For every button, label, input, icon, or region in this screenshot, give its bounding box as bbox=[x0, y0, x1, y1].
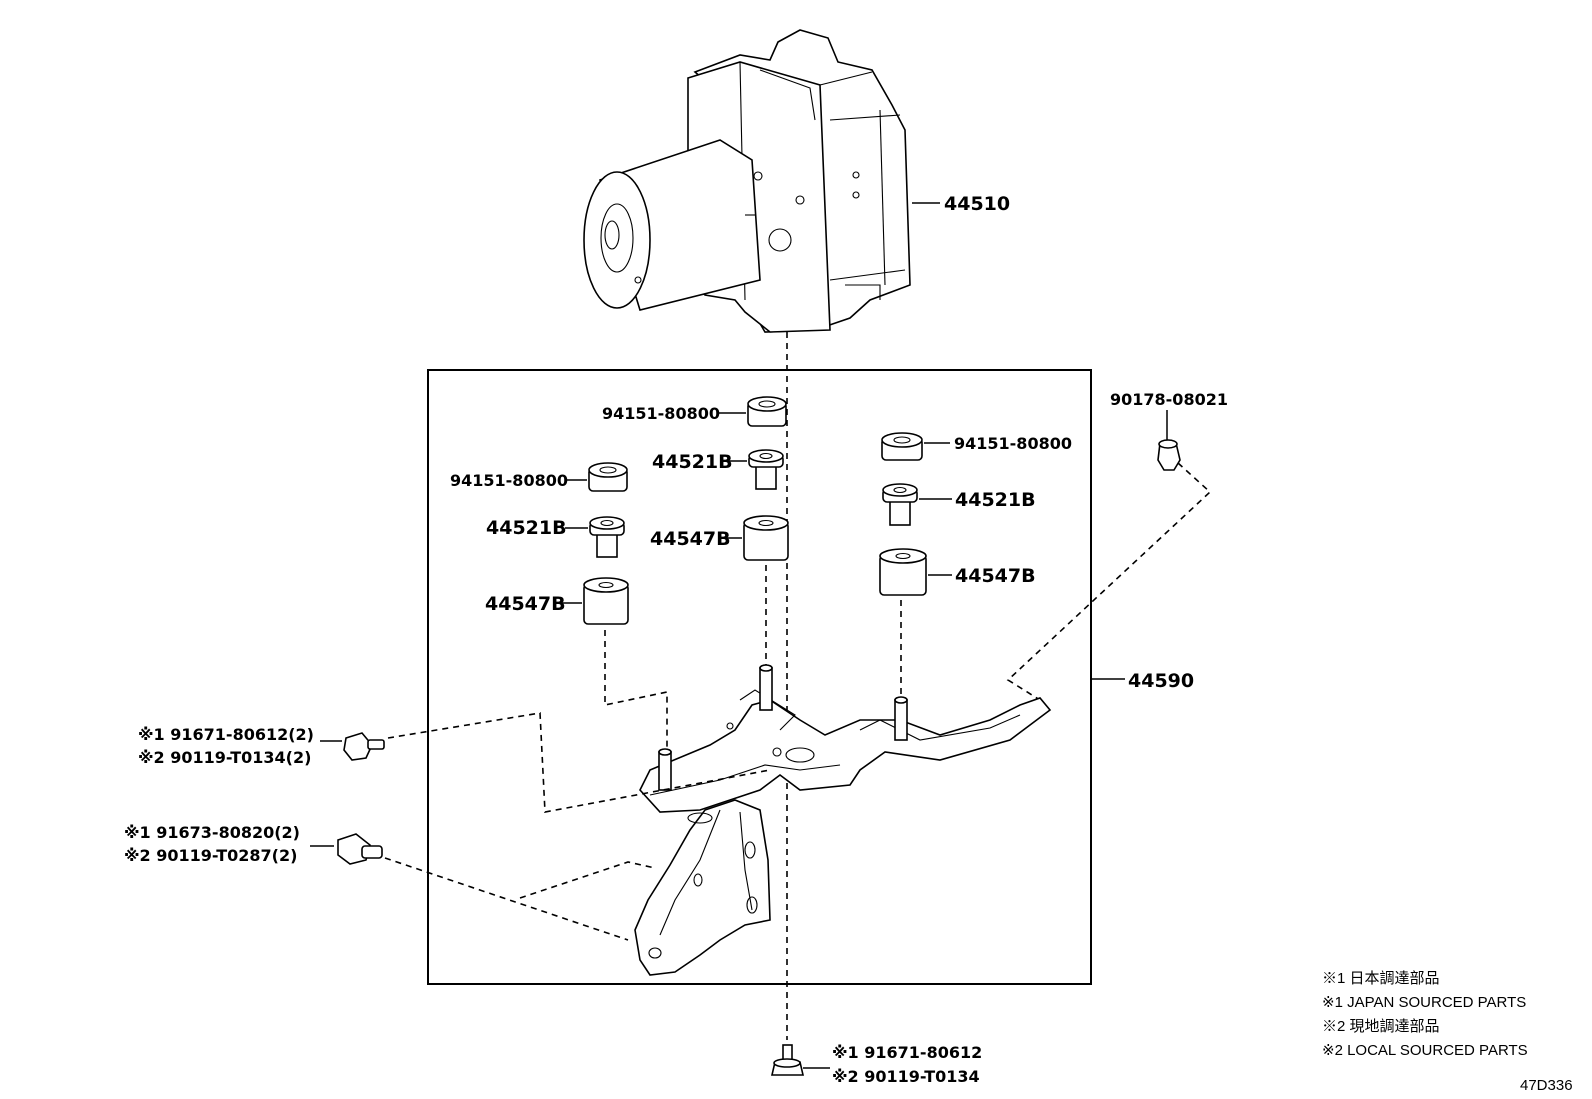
label-bush-center: 44521B bbox=[652, 451, 733, 473]
collar-top-drawing bbox=[747, 396, 787, 427]
bracket-assembly-frame bbox=[427, 369, 1092, 985]
label-side-bolt-2: ※2 90119-T0134(2) bbox=[138, 748, 311, 767]
cushion-center-drawing bbox=[743, 515, 789, 561]
label-bush-right: 44521B bbox=[955, 489, 1036, 511]
label-bottom-bolt-2: ※2 90119-T0134 bbox=[832, 1067, 980, 1086]
legend-line-2: ※1 JAPAN SOURCED PARTS bbox=[1322, 994, 1526, 1011]
label-bottom-bolt-1: ※1 91671-80612 bbox=[832, 1043, 982, 1062]
legend-line-1: ※1 日本調達部品 bbox=[1322, 970, 1440, 987]
side-bolt-drawing bbox=[343, 732, 385, 761]
label-44510: 44510 bbox=[944, 193, 1010, 215]
legend-line-4: ※2 LOCAL SOURCED PARTS bbox=[1322, 1042, 1528, 1059]
label-cushion-center: 44547B bbox=[650, 528, 731, 550]
cushion-left-drawing bbox=[583, 577, 629, 625]
label-clip: 90178-08021 bbox=[1110, 390, 1228, 409]
bush-center-drawing bbox=[748, 449, 784, 490]
bottom-bolt-drawing bbox=[770, 1044, 805, 1076]
bush-right-drawing bbox=[882, 483, 918, 526]
legend: ※1 日本調達部品 ※1 JAPAN SOURCED PARTS ※2 現地調達… bbox=[1322, 970, 1528, 1059]
lower-bolt-drawing bbox=[337, 833, 383, 865]
bracket-drawing bbox=[634, 664, 1052, 976]
label-lower-bolt-1: ※1 91673-80820(2) bbox=[124, 823, 300, 842]
bush-left-drawing bbox=[589, 516, 625, 558]
legend-line-3: ※2 現地調達部品 bbox=[1322, 1018, 1440, 1035]
label-cushion-left: 44547B bbox=[485, 593, 566, 615]
label-bush-left: 44521B bbox=[486, 517, 567, 539]
label-44590: 44590 bbox=[1128, 670, 1194, 692]
figure-reference: 47D336 bbox=[1520, 1077, 1573, 1094]
label-cushion-right: 44547B bbox=[955, 565, 1036, 587]
cushion-right-drawing bbox=[879, 548, 927, 596]
label-collar-top: 94151-80800 bbox=[602, 404, 720, 423]
collar-left-drawing bbox=[588, 462, 628, 492]
abs-actuator-drawing bbox=[583, 29, 911, 333]
collar-right-drawing bbox=[881, 432, 923, 461]
label-collar-right: 94151-80800 bbox=[954, 434, 1072, 453]
label-collar-left: 94151-80800 bbox=[450, 471, 568, 490]
label-lower-bolt-2: ※2 90119-T0287(2) bbox=[124, 846, 297, 865]
clip-drawing bbox=[1157, 439, 1181, 471]
label-side-bolt-1: ※1 91671-80612(2) bbox=[138, 725, 314, 744]
